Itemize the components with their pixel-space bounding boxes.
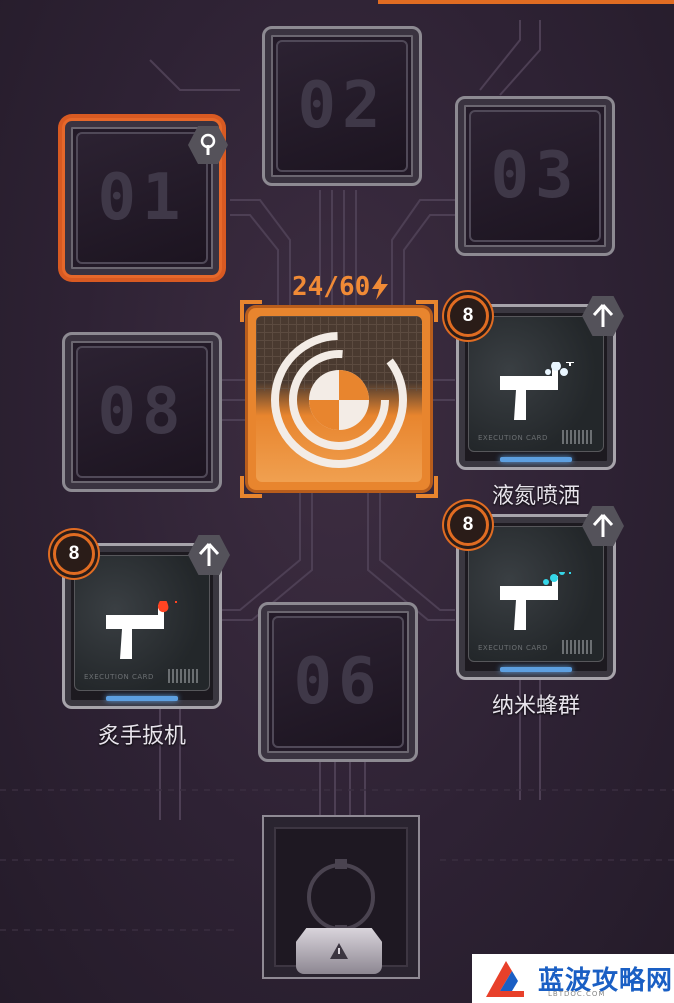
level-badge: 8	[53, 533, 95, 575]
energy-value: 24/60	[292, 272, 371, 302]
slot-06[interactable]: 06	[258, 602, 418, 762]
lock-icon	[188, 126, 228, 164]
module-socket-icon	[307, 859, 375, 935]
corner-bracket	[416, 476, 438, 498]
card-tag: EXECUTION CARD	[478, 434, 548, 442]
upgrade-arrow-icon[interactable]	[582, 506, 624, 546]
corner-bracket	[240, 300, 262, 322]
barcode	[562, 430, 592, 444]
smg-icon	[500, 572, 571, 630]
logo-icon	[486, 960, 524, 997]
slot-08[interactable]: 08	[62, 332, 222, 492]
card-tag: EXECUTION CARD	[478, 644, 548, 652]
slot-number: 03	[490, 139, 580, 213]
rarity-bar	[500, 457, 572, 462]
slot-number: 01	[97, 161, 187, 235]
upgrade-arrow-icon[interactable]	[188, 535, 230, 575]
lightning-icon	[372, 274, 389, 300]
expand-button[interactable]	[296, 928, 382, 974]
level-badge: 8	[447, 295, 489, 337]
smg-icon	[500, 362, 574, 420]
slot-number: 08	[97, 375, 187, 449]
slot-02[interactable]: 02	[262, 26, 422, 186]
card-liquid-nitrogen[interactable]: EXECUTION CARD	[456, 304, 616, 470]
card-hot-trigger[interactable]: EXECUTION CARD	[62, 543, 222, 709]
target-emblem-icon	[271, 332, 407, 468]
site-watermark: 蓝波攻略网 LBTDOC.COM	[472, 954, 674, 1003]
card-name: 纳米蜂群	[491, 694, 580, 719]
slot-number: 06	[293, 645, 383, 719]
card-tag: EXECUTION CARD	[84, 673, 154, 681]
smg-icon	[106, 601, 177, 659]
card-nano-swarm[interactable]: EXECUTION CARD	[456, 514, 616, 680]
core-module[interactable]	[240, 300, 438, 498]
watermark-title: 蓝波攻略网	[538, 966, 674, 996]
slot-01[interactable]: 01	[62, 118, 228, 278]
card-name: 炙手扳机	[97, 724, 186, 749]
energy-readout: 24/60	[292, 270, 402, 304]
warning-triangle-icon	[330, 943, 348, 959]
barcode	[168, 669, 198, 683]
slot-number: 02	[297, 69, 387, 143]
corner-bracket	[416, 300, 438, 322]
rarity-bar	[106, 696, 178, 701]
top-accent-bar	[378, 0, 674, 4]
watermark-sub: LBTDOC.COM	[548, 990, 606, 998]
barcode	[562, 640, 592, 654]
rarity-bar	[500, 667, 572, 672]
corner-bracket	[240, 476, 262, 498]
level-badge: 8	[447, 504, 489, 546]
card-name: 液氮喷洒	[491, 484, 580, 509]
slot-03[interactable]: 03	[455, 96, 615, 256]
